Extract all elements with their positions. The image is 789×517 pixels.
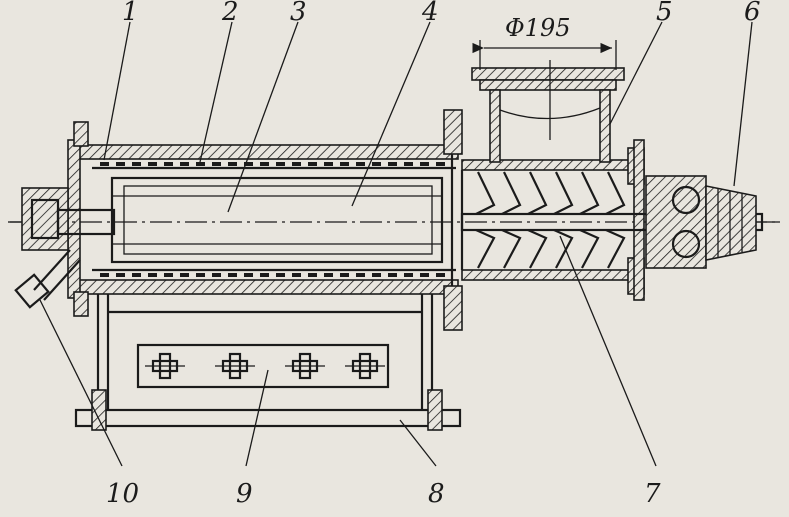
sieve-hole [212, 162, 221, 166]
sieve-hole [260, 162, 269, 166]
part-label-4: 4 [421, 0, 439, 27]
part-label-2: 2 [221, 0, 239, 27]
part-label-8: 8 [428, 479, 445, 509]
sieve-hole [228, 162, 237, 166]
sieve-hole [180, 162, 189, 166]
part-label-10: 10 [106, 479, 139, 509]
sieve-hole [436, 162, 445, 166]
sieve-hole [100, 273, 109, 277]
sieve-hole [244, 162, 253, 166]
screw-flight-upper [527, 171, 548, 215]
sieve-hole [116, 273, 125, 277]
screw-flight-lower [553, 228, 574, 269]
sieve-hole [100, 162, 109, 166]
screw-flight-upper [553, 171, 574, 215]
support-frame [74, 294, 462, 431]
sieve-hole [132, 273, 141, 277]
sieve-hole [244, 273, 253, 277]
sieve-hole [276, 273, 285, 277]
pulley-assembly [645, 175, 780, 269]
drum-housing [67, 109, 463, 331]
screw-flight-lower [501, 228, 522, 269]
sieve-hole [196, 273, 205, 277]
screw-flight-lower [475, 228, 496, 269]
sieve-hole [388, 162, 397, 166]
sieve-hole [420, 162, 429, 166]
panel-clamps [145, 352, 385, 380]
sieve-perforation [100, 162, 445, 166]
sieve-hole [292, 162, 301, 166]
screw-flight-upper [605, 171, 626, 215]
sieve-hole [164, 273, 173, 277]
sieve-hole [324, 273, 333, 277]
sieve-hole [132, 162, 141, 166]
sieve-hole [340, 162, 349, 166]
sieve-hole [276, 162, 285, 166]
left-bearing [8, 187, 116, 251]
sieve-hole [324, 162, 333, 166]
sieve-hole [164, 162, 173, 166]
sieve-hole [116, 162, 125, 166]
sieve-hole [148, 273, 157, 277]
part-label-9: 9 [236, 479, 253, 509]
screw-housing [460, 139, 764, 301]
sieve-hole [212, 273, 221, 277]
sieve-hole [420, 273, 429, 277]
sieve-hole [180, 273, 189, 277]
sieve-hole [356, 162, 365, 166]
drain-pipe [14, 249, 81, 309]
sieve-hole [340, 273, 349, 277]
sieve-perforation-lower [100, 273, 445, 277]
screw-flight-upper [475, 171, 496, 215]
leader-lines [39, 21, 753, 467]
sieve-hole [436, 273, 445, 277]
sieve-hole [308, 162, 317, 166]
part-label-6: 6 [744, 0, 761, 27]
part-label-1: 1 [122, 0, 139, 27]
screw-flight-upper [501, 171, 522, 215]
sieve-hole [196, 162, 205, 166]
sieve-hole [356, 273, 365, 277]
sieve-hole [148, 162, 157, 166]
sieve-hole [404, 162, 413, 166]
screw-flights [475, 171, 626, 269]
sieve-hole [260, 273, 269, 277]
part-label-3: 3 [290, 0, 307, 27]
sieve-hole [228, 273, 237, 277]
screw-flight-lower [527, 228, 548, 269]
screw-flight-upper [579, 171, 600, 215]
sieve-hole [372, 273, 381, 277]
sieve-hole [292, 273, 301, 277]
feed-hopper [471, 40, 625, 163]
dimension-label: Φ195 [505, 14, 570, 42]
sieve-hole [308, 273, 317, 277]
part-label-7: 7 [644, 479, 661, 509]
screw-flight-lower [579, 228, 600, 269]
part-label-5: 5 [656, 0, 673, 27]
sieve-hole [404, 273, 413, 277]
sieve-hole [388, 273, 397, 277]
sieve-hole [372, 162, 381, 166]
screw-flight-lower [605, 228, 626, 269]
